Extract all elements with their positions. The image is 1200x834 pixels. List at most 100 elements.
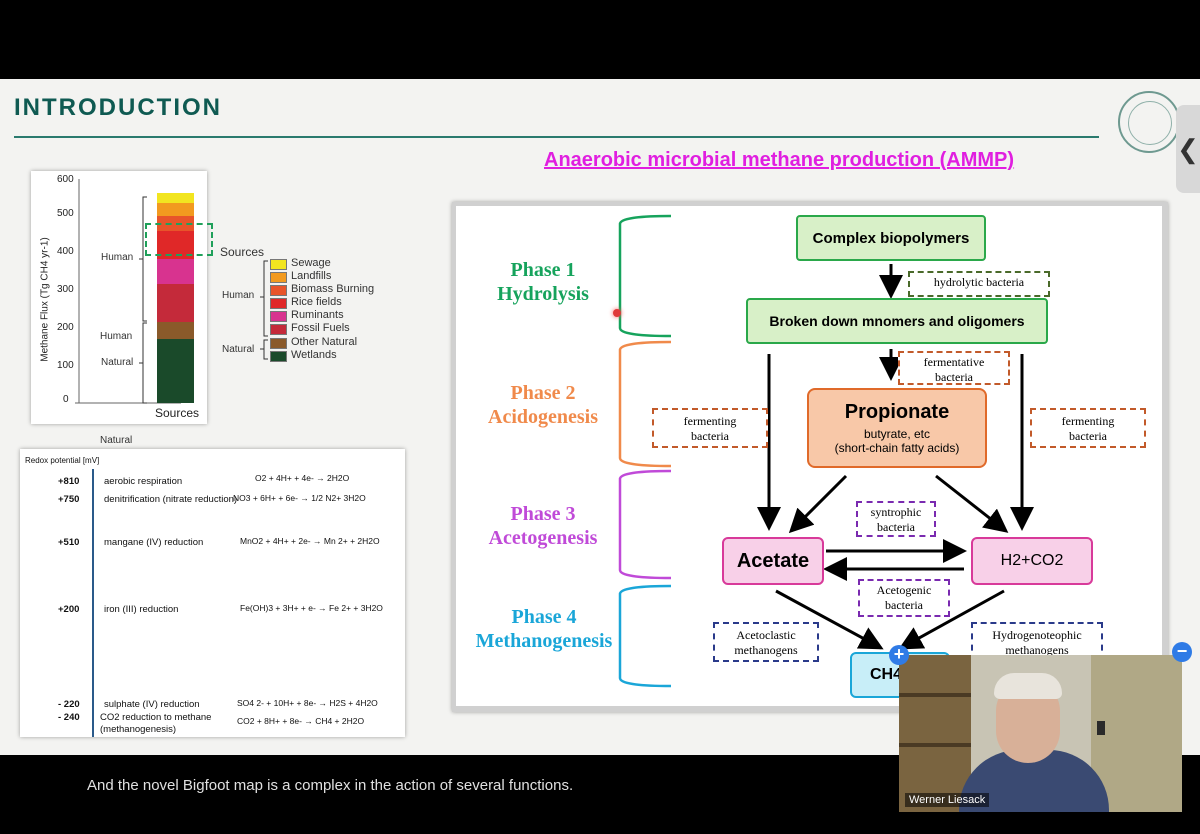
presentation-slide: INTRODUCTION ❮ Anaerobic microbial metha… <box>0 79 1200 755</box>
highlight-box <box>145 223 213 256</box>
legend-label: Biomass Burning <box>291 283 375 295</box>
human-label: Human <box>100 331 133 342</box>
legend-item: Wetlands <box>270 349 400 362</box>
label-line: fermentative <box>923 355 985 369</box>
chart-legend: Human Natural Sewage Landfills Biomass B… <box>222 257 402 367</box>
label-line: bacteria <box>691 429 729 443</box>
top-black-bar <box>0 0 1200 42</box>
label-line: bacteria <box>877 520 915 534</box>
collapse-panel-button[interactable]: ❮ <box>1176 105 1200 193</box>
redox-equation: NO3 + 6H+ + 6e- → 1/2 N2+ 3H2O <box>233 493 366 503</box>
redox-process: denitrification (nitrate reduction) <box>104 494 238 505</box>
subtitle-caption: And the novel Bigfoot map is a complex i… <box>77 770 584 802</box>
redox-process: aerobic respiration <box>104 476 183 487</box>
legend-label: Sewage <box>291 257 331 269</box>
legend-swatch <box>270 324 287 335</box>
label-line: bacteria <box>885 598 923 612</box>
complex-biopolymers-box: Complex biopolymers <box>796 215 986 261</box>
redox-value: +200 <box>58 604 80 615</box>
phase-4-label: Phase 4 Methanogenesis <box>464 605 624 653</box>
bar-wetlands <box>157 339 194 403</box>
redox-value: +750 <box>58 494 80 505</box>
door <box>1091 655 1182 812</box>
redox-value: +810 <box>58 476 80 487</box>
redox-equation: Fe(OH)3 + 3H+ + e- → Fe 2+ + 3H2O <box>240 603 383 613</box>
fermenting-bacteria-left: fermenting bacteria <box>652 408 768 448</box>
add-video-button[interactable]: + <box>889 645 909 665</box>
redox-value: - 240 <box>58 712 80 723</box>
acetate-box: Acetate <box>722 537 824 585</box>
redox-process: mangane (IV) reduction <box>104 537 204 548</box>
y-tick: 200 <box>57 322 74 333</box>
speaker-video-tile[interactable]: Werner Liesack <box>899 655 1182 812</box>
redox-process: sulphate (IV) reduction <box>104 699 200 710</box>
legend-swatch <box>270 351 287 362</box>
diagram-canvas: Phase 1 Hydrolysis Phase 2 Acidogenesis … <box>456 206 1162 706</box>
phase-number: Phase 1 <box>510 259 576 281</box>
laser-pointer <box>613 309 621 317</box>
legend-item: Landfills <box>270 270 400 283</box>
legend-item: Ruminants <box>270 309 400 322</box>
legend-swatch <box>270 338 287 349</box>
door-handle <box>1097 721 1105 735</box>
shelf-line <box>899 743 971 747</box>
redox-process: iron (III) reduction <box>104 604 179 615</box>
label-line: methanogens <box>734 643 798 657</box>
remove-video-button[interactable]: − <box>1172 642 1192 662</box>
slide-title: INTRODUCTION <box>14 94 222 121</box>
shelf-line <box>899 693 971 697</box>
legend-label: Ruminants <box>291 309 344 321</box>
legend-item: Sewage <box>270 257 400 270</box>
label-line: bacteria <box>1069 429 1107 443</box>
legend-label: Wetlands <box>291 349 337 361</box>
label-line: bacteria <box>935 370 973 384</box>
bar-other-natural <box>157 322 194 339</box>
legend-natural-label: Natural <box>222 344 255 355</box>
title-divider <box>14 136 1099 138</box>
legend-swatch <box>270 272 287 283</box>
syntrophic-bacteria-label: syntrophic bacteria <box>856 501 936 537</box>
y-tick: 0 <box>63 394 69 405</box>
bar-fossil-fuels <box>157 284 194 322</box>
y-tick: 600 <box>57 174 74 185</box>
legend-item: Rice fields <box>270 296 400 309</box>
redox-equation: CO2 + 8H+ + 8e- → CH4 + 2H2O <box>237 716 365 726</box>
acetoclastic-methanogens-label: Acetoclastic methanogens <box>713 622 819 662</box>
x-axis-label: Sources <box>155 406 200 420</box>
redox-value: - 220 <box>58 699 80 710</box>
phase-name: Methanogenesis <box>475 630 613 652</box>
label-line: fermenting <box>1061 414 1115 428</box>
label-line: Acetogenic <box>876 583 932 597</box>
flux-stack-svg <box>75 179 194 404</box>
legend-swatch <box>270 298 287 309</box>
legend-brackets <box>260 260 268 360</box>
y-tick: 300 <box>57 284 74 295</box>
phase-name: Acidogenesis <box>488 406 598 428</box>
speaker-name-label: Werner Liesack <box>905 793 990 807</box>
legend-label: Landfills <box>291 270 332 282</box>
redox-equation: SO4 2- + 10H+ + 8e- → H2S + 4H2O <box>237 698 378 708</box>
logo-inner-ring <box>1128 101 1172 145</box>
phase-1-label: Phase 1 Hydrolysis <box>468 258 618 306</box>
sources-callout: Sources <box>220 245 265 259</box>
phase-2-label: Phase 2 Acidogenesis <box>468 381 618 429</box>
acetogenic-bacteria-label: Acetogenic bacteria <box>858 579 950 617</box>
legend-swatch <box>270 285 287 296</box>
y-tick: 400 <box>57 246 74 257</box>
natural-label: Natural <box>100 435 133 446</box>
label-line: methanogens <box>1005 643 1069 657</box>
legend-label: Other Natural <box>291 336 358 348</box>
bar-ruminants <box>157 259 194 284</box>
fermentative-bacteria-label: fermentative bacteria <box>898 351 1010 385</box>
redox-axis <box>92 469 94 737</box>
legend-item: Other Natural <box>270 336 400 349</box>
legend-swatch <box>270 311 287 322</box>
redox-equation: O2 + 4H+ + 4e- → 2H2O <box>255 473 350 483</box>
legend-item: Biomass Burning <box>270 283 400 296</box>
y-tick: 500 <box>57 208 74 219</box>
label-line: syntrophic <box>870 505 922 519</box>
methanogenesis-note: (methanogenesis) <box>100 724 177 735</box>
bar-landfills <box>157 203 194 216</box>
phase-brackets <box>618 214 1034 688</box>
y-tick: 100 <box>57 360 74 371</box>
